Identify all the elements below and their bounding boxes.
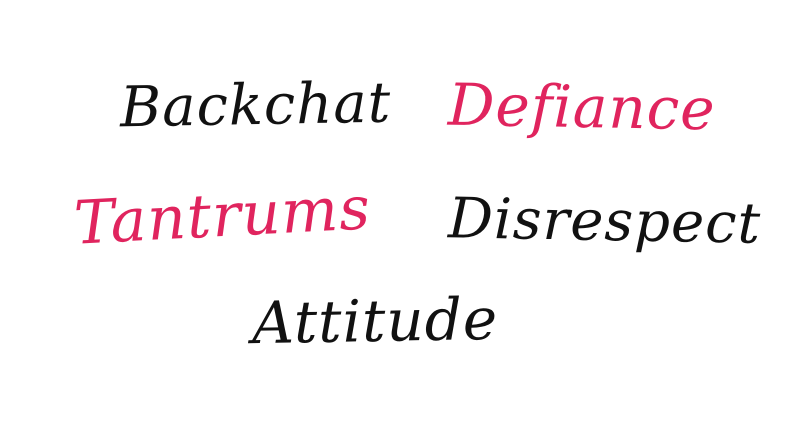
word-defiance: Defiance — [447, 70, 717, 144]
word-tantrums: Tantrums — [72, 173, 373, 259]
word-attitude: Attitude — [251, 284, 499, 358]
word-backchat: Backchat — [119, 70, 392, 141]
word-disrespect: Disrespect — [447, 186, 762, 257]
